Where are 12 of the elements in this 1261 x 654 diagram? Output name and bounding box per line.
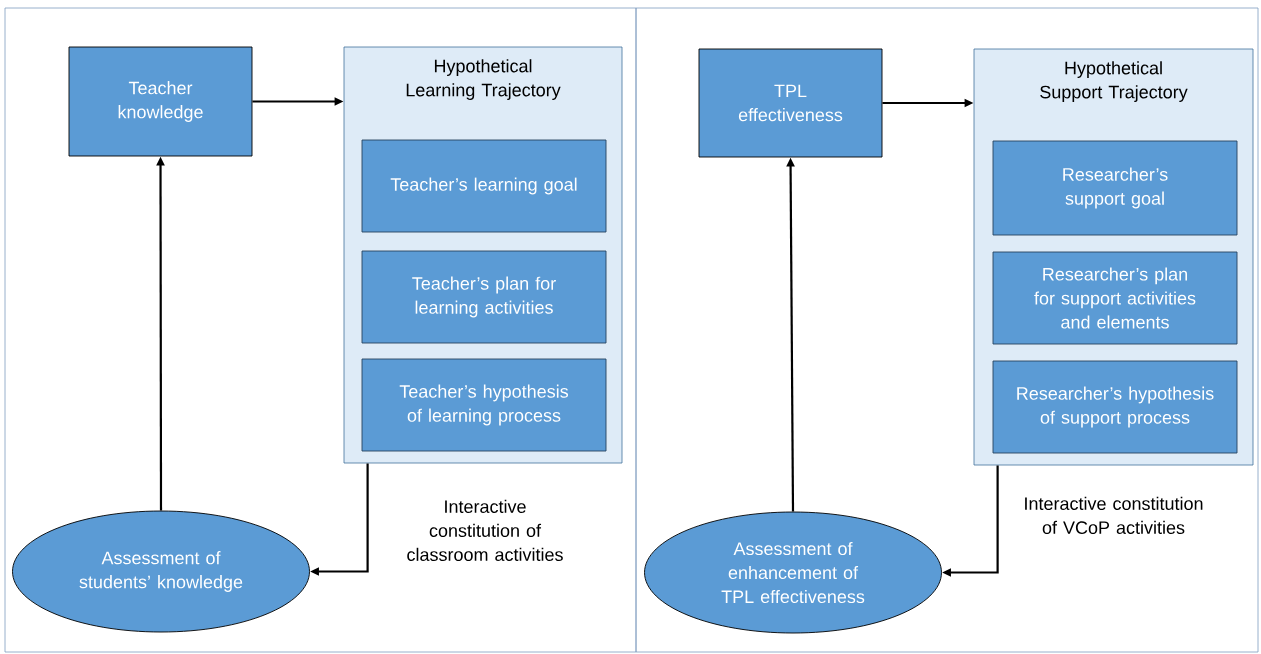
edge-label: Interactive constitution of classroom activities <box>404 498 566 562</box>
process-box: Researcher’s hypothesis of support process <box>992 360 1238 454</box>
panel-frame <box>635 7 1259 653</box>
edge-label: Interactive constitution of VCoP activities <box>1012 495 1215 535</box>
process-box: TPL effectiveness <box>698 48 883 158</box>
process-box: Teacher’s hypothesis of learning process <box>361 358 607 452</box>
process-box: Teacher’s plan for learning activities <box>361 250 607 344</box>
process-box: Researcher’s plan for support activities and elements <box>992 251 1238 345</box>
process-box: Teacher’s learning goal <box>361 139 607 233</box>
process-box: Researcher’s support goal <box>992 140 1238 236</box>
panel-frame <box>4 7 637 653</box>
process-box: Teacher knowledge <box>68 46 253 157</box>
